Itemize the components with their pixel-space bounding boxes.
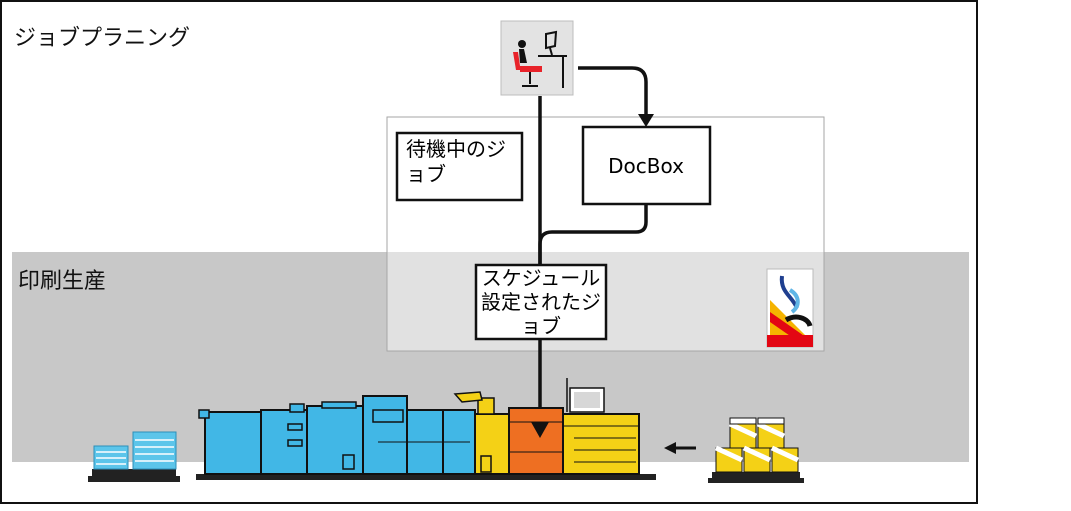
- printed-output-stacks-icon: [88, 431, 180, 482]
- prismasync-logo: [766, 268, 814, 348]
- workstation-to-docbox-arrow: [578, 66, 648, 118]
- job-planning-label: ジョブプラニング: [14, 26, 191, 51]
- docbox-label: DocBox: [608, 154, 684, 178]
- docbox-arrowhead: [638, 114, 654, 127]
- print-production-label: 印刷生産: [18, 269, 107, 294]
- waiting-jobs-box: [395, 131, 524, 202]
- operator-workstation-icon: [500, 20, 574, 96]
- waiting-jobs-label: 待機中のジョブ: [406, 137, 506, 186]
- scheduled-jobs-label: スケジュール設定されたジョブ: [481, 266, 601, 338]
- production-printer-icon: [196, 378, 656, 480]
- printer-arrowhead: [531, 422, 549, 438]
- scheduled-jobs-box: [474, 263, 608, 341]
- paper-stock-pallet-icon: [708, 417, 804, 483]
- paper-feed-arrowhead: [664, 442, 676, 454]
